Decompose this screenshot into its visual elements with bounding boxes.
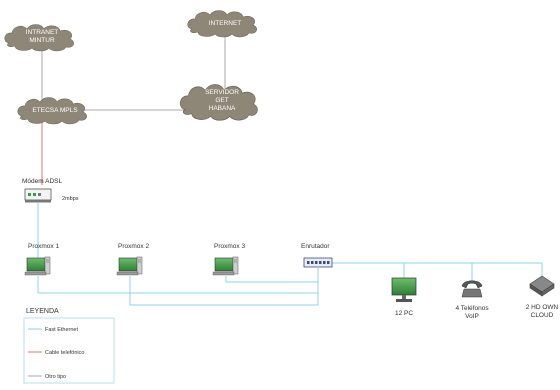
cloud-etecsa: ETECSA MPLS xyxy=(17,97,87,125)
router-label: Enrutador xyxy=(301,243,330,250)
cloud-servidor-label-line1: SERVIDOR xyxy=(205,89,239,96)
legend-title: LEYENDA xyxy=(26,308,59,315)
modem-adsl: Módem ADSL 2mbps xyxy=(22,178,79,203)
router: Enrutador xyxy=(301,243,333,268)
endpoint-pcs-label: 12 PC xyxy=(395,310,413,317)
proxmox-1: Proxmox 1 xyxy=(24,243,59,276)
cloud-servidor-label-line3: HABANA xyxy=(209,105,236,112)
endpoint-cloud-label-line1: 2 HD OWN xyxy=(526,304,559,311)
legend-label-other: Otro tipo xyxy=(45,374,66,380)
modem-label: Módem ADSL xyxy=(22,178,62,185)
endpoint-voip-label-line1: 4 Teléfonos xyxy=(455,305,489,312)
links xyxy=(37,32,543,306)
proxmox-3-label: Proxmox 3 xyxy=(214,243,245,250)
cloud-intranet: INTRANET MINTUR xyxy=(4,24,74,52)
cloud-intranet-label-line2: MINTUR xyxy=(29,37,55,44)
proxmox-2: Proxmox 2 xyxy=(116,243,149,276)
endpoint-voip-label-line2: VoIP xyxy=(465,313,479,320)
phone-icon xyxy=(461,280,483,298)
pc-icon xyxy=(24,256,51,276)
monitor-icon xyxy=(391,277,417,302)
endpoint-cloud-label-line2: CLOUD xyxy=(531,312,554,319)
pc-icon xyxy=(116,256,143,276)
legend-box xyxy=(23,317,115,384)
endpoint-voip: 4 Teléfonos VoIP xyxy=(455,280,489,320)
cloud-internet: INTERNET xyxy=(187,10,257,38)
proxmox-3: Proxmox 3 xyxy=(212,243,245,276)
cloud-servidor-labels: SERVIDOR GET HABANA xyxy=(205,89,239,112)
router-icon xyxy=(303,257,333,268)
modem-icon xyxy=(24,188,52,203)
proxmox-1-label: Proxmox 1 xyxy=(28,243,59,250)
endpoint-cloud-storage: 2 HD OWN CLOUD xyxy=(526,275,559,319)
endpoint-pcs: 12 PC xyxy=(391,277,417,317)
cloud-servidor-label-line2: GET xyxy=(215,97,228,104)
cloud-servidor xyxy=(179,84,258,121)
storage-icon xyxy=(529,275,555,297)
pc-icon xyxy=(212,256,239,276)
cloud-internet-label: INTERNET xyxy=(209,20,242,27)
proxmox-2-label: Proxmox 2 xyxy=(118,243,149,250)
legend-label-phone-cable: Cable telefónico xyxy=(45,350,84,356)
modem-speed-label: 2mbps xyxy=(62,196,79,202)
legend-label-fast-ethernet: Fast Ethernet xyxy=(45,327,78,333)
cloud-etecsa-label: ETECSA MPLS xyxy=(32,107,78,114)
cloud-intranet-label-line1: INTRANET xyxy=(26,29,59,36)
legend: LEYENDA Fast Ethernet Cable telefónico O… xyxy=(23,308,115,384)
